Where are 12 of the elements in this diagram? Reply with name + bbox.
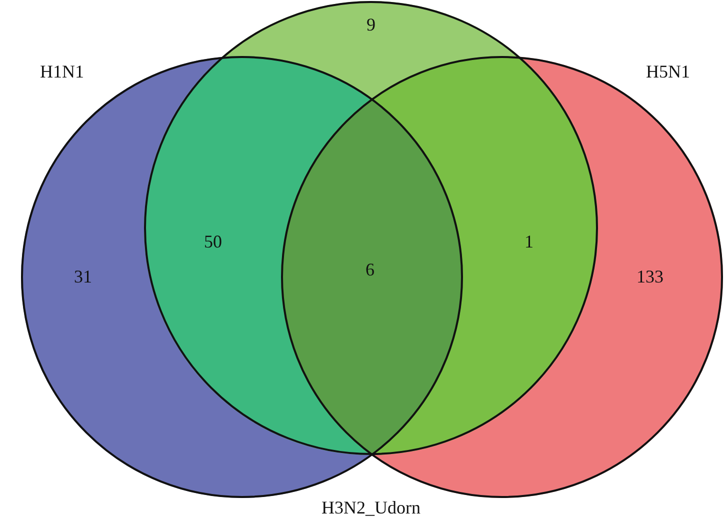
set-label: H1N1	[40, 62, 84, 82]
region-count: 31	[74, 266, 92, 288]
region-count: 1	[524, 232, 534, 252]
venn-circle	[144, 1, 598, 455]
venn-circle	[21, 56, 463, 498]
region-count: 50	[204, 232, 222, 252]
venn-circle	[281, 56, 723, 498]
region-count: 6	[366, 260, 374, 280]
set-label: H3N2_Udorn	[322, 498, 420, 518]
region-count: 133	[636, 266, 664, 288]
set-label: H5N1	[646, 62, 690, 82]
region-count: 9	[366, 14, 376, 36]
